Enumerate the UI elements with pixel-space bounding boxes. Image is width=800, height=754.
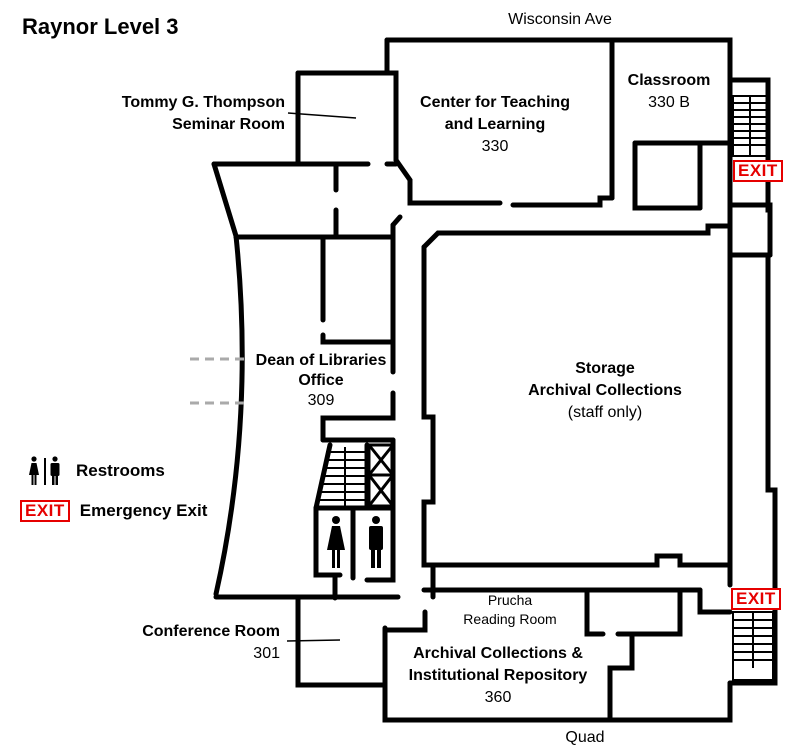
room-storage-name-2: Archival Collections bbox=[528, 382, 682, 399]
legend-restrooms-label: Restrooms bbox=[76, 461, 165, 480]
restroom-men-icon bbox=[369, 516, 383, 568]
room-classroom-number: 330 B bbox=[648, 94, 690, 111]
room-ctl-name-2: and Learning bbox=[444, 116, 546, 133]
street-south: Quad bbox=[565, 729, 605, 746]
room-storage-note: (staff only) bbox=[567, 404, 643, 421]
room-archival-number: 360 bbox=[484, 689, 512, 706]
room-dean: Dean of Libraries Office 309 bbox=[246, 351, 396, 411]
room-seminar-name: Tommy G. Thompson bbox=[121, 94, 285, 111]
room-dean-name-2: Office bbox=[298, 372, 344, 389]
room-prucha-name-2: Reading Room bbox=[463, 611, 557, 627]
elevators bbox=[367, 443, 395, 508]
stairs-central bbox=[318, 447, 367, 508]
room-dean-number: 309 bbox=[307, 392, 335, 409]
street-north: Wisconsin Ave bbox=[508, 11, 612, 28]
room-archival: Archival Collections & Institutional Rep… bbox=[387, 643, 609, 709]
room-ctl-number: 330 bbox=[481, 138, 509, 155]
legend-exit-label: Emergency Exit bbox=[79, 501, 208, 520]
seminar-leader-line bbox=[287, 112, 357, 119]
stairs-southeast bbox=[732, 611, 774, 681]
room-storage: Storage Archival Collections (staff only… bbox=[480, 358, 730, 424]
restroom-icon bbox=[29, 456, 60, 485]
exit-sign-northeast: EXIT bbox=[733, 160, 783, 182]
conference-leader-line bbox=[286, 639, 341, 642]
restroom-women-icon bbox=[327, 516, 345, 568]
room-ctl-name: Center for Teaching bbox=[420, 94, 570, 111]
room-archival-name: Archival Collections & bbox=[413, 645, 583, 662]
room-conference-number: 301 bbox=[253, 645, 280, 662]
room-dean-name: Dean of Libraries bbox=[255, 352, 387, 369]
stairs-northeast bbox=[732, 95, 768, 157]
map-title: Raynor Level 3 bbox=[22, 14, 179, 39]
legend-exit: EXIT Emergency Exit bbox=[20, 500, 207, 522]
room-classroom: Classroom 330 B bbox=[612, 70, 726, 114]
room-ctl: Center for Teaching and Learning 330 bbox=[400, 92, 590, 158]
room-archival-name-2: Institutional Repository bbox=[408, 667, 588, 684]
room-seminar-name-2: Seminar Room bbox=[172, 116, 285, 133]
room-conference-name: Conference Room bbox=[142, 623, 280, 640]
room-seminar: Tommy G. Thompson Seminar Room bbox=[80, 92, 285, 136]
room-prucha-name: Prucha bbox=[487, 592, 533, 608]
room-conference: Conference Room 301 bbox=[100, 621, 280, 665]
room-storage-name: Storage bbox=[575, 360, 635, 377]
legend-restrooms: Restrooms bbox=[28, 456, 165, 486]
exit-sign-southeast: EXIT bbox=[731, 588, 781, 610]
room-classroom-name: Classroom bbox=[627, 72, 711, 89]
exit-sign-icon: EXIT bbox=[20, 500, 70, 522]
walls bbox=[211, 37, 778, 723]
room-prucha: Prucha Reading Room bbox=[440, 591, 580, 629]
